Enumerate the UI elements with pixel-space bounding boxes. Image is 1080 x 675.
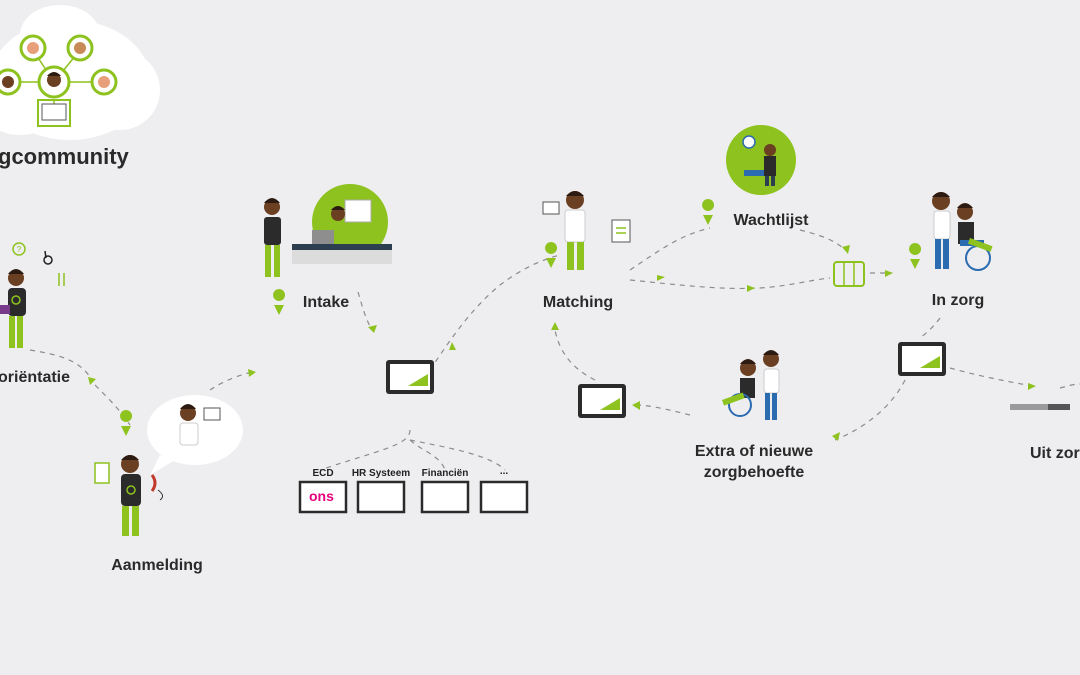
tablet-icon [203, 407, 221, 421]
tablet-icon [611, 219, 631, 243]
cutlery-icon [58, 273, 65, 286]
arrowheads [88, 245, 1036, 441]
tablet-icon [898, 342, 946, 376]
map-pin-icon [120, 410, 133, 436]
stage-label-extra-line2: zorgbehoefte [703, 464, 805, 481]
avatar [66, 34, 94, 62]
page-title: gcommunity [0, 144, 129, 169]
wachtlijst-scene [726, 125, 796, 195]
wheelchair-icon [43, 250, 53, 265]
in-zorg-scene [932, 192, 993, 271]
stage-label-uit-zorg: Uit zorg [1030, 445, 1080, 462]
system-monitor-financien [420, 480, 470, 514]
stage-label-extra-line1: Extra of nieuwe [694, 443, 814, 460]
tablet-icon [578, 384, 626, 418]
ons-logo: ons [309, 488, 334, 504]
stage-label-extra-zorg: Extra of nieuwe zorgbehoefte [695, 441, 813, 483]
journey-paths [29, 227, 1080, 471]
system-label-financien: Financiën [421, 468, 469, 479]
map-pin-icon [909, 243, 922, 269]
map-pin-icon [273, 289, 286, 315]
svg-text:?: ? [17, 245, 22, 254]
system-monitor-ecd [298, 480, 348, 514]
stage-label-in-zorg: In zorg [931, 292, 985, 309]
avatar [37, 65, 71, 99]
stage-label-aanmelding: Aanmelding [111, 557, 203, 574]
extra-zorg-scene [721, 350, 780, 420]
system-label-more: ... [499, 466, 509, 477]
person-orientatie: ? [0, 242, 65, 348]
stage-label-intake: Intake [302, 294, 350, 311]
stage-label-orientatie: oriëntatie [0, 369, 71, 386]
laptop-icon [312, 230, 334, 244]
stage-label-matching: Matching [542, 294, 614, 311]
stage-label-wachtlijst: Wachtlijst [733, 212, 809, 229]
phone-icon [150, 474, 164, 501]
avatar [19, 34, 47, 62]
avatar [0, 68, 22, 96]
briefcase-icon [833, 261, 865, 287]
matching-scene [542, 191, 631, 270]
system-monitor-more [479, 480, 529, 514]
clock-icon [742, 135, 756, 149]
tablet-icon [542, 201, 560, 215]
question-icon: ? [12, 242, 26, 256]
system-monitor-hr [356, 480, 406, 514]
system-label-hr: HR Systeem [351, 468, 411, 479]
tablet-icon [37, 99, 71, 127]
system-label-ecd: ECD [312, 468, 334, 479]
map-pin-icon [545, 242, 558, 268]
avatar [90, 68, 118, 96]
intake-scene [264, 184, 392, 277]
tablet-icon [386, 360, 434, 394]
uit-zorg-bar [1010, 404, 1070, 410]
map-pin-icon [702, 199, 715, 225]
community-cloud [0, 5, 160, 140]
person-aanmelding [94, 395, 243, 536]
